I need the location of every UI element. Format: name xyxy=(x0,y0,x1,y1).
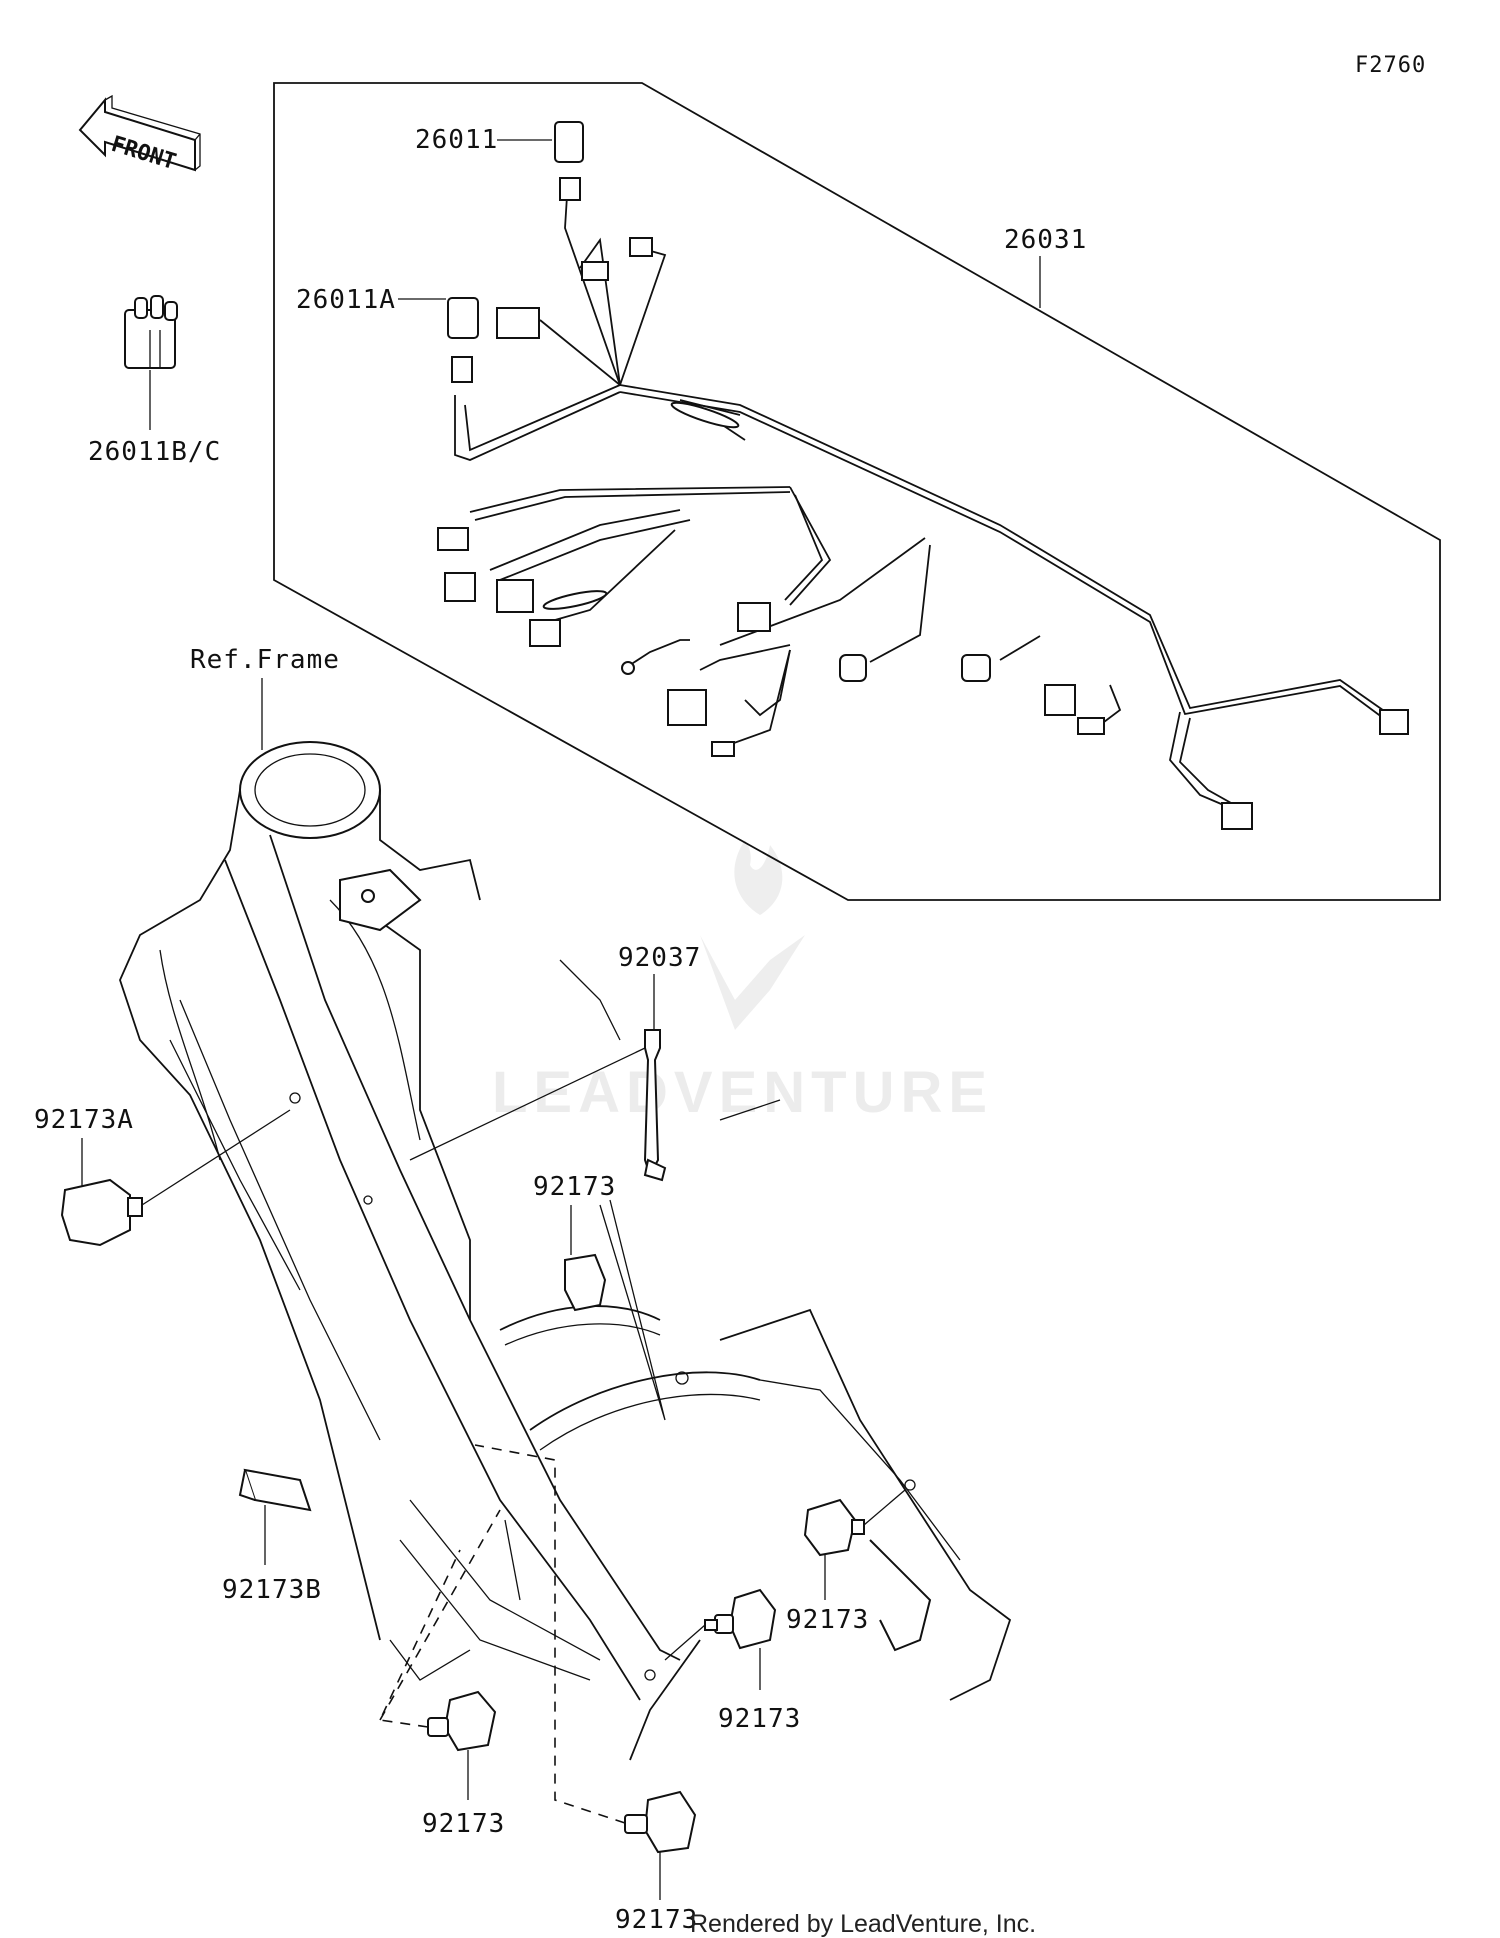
label-92173B: 92173B xyxy=(222,1575,322,1605)
label-92173-3: 92173 xyxy=(718,1704,801,1734)
label-92173-2: 92173 xyxy=(786,1605,869,1635)
label-92173-4: 92173 xyxy=(422,1809,505,1839)
label-92037: 92037 xyxy=(618,943,701,973)
watermark-text: LEADVENTURE xyxy=(492,1060,993,1125)
label-26011: 26011 xyxy=(415,125,498,155)
label-92173A: 92173A xyxy=(34,1105,134,1135)
watermark: LEADVENTURE xyxy=(492,840,993,1125)
diagram-code: F2760 xyxy=(1355,53,1426,78)
harness-assembly-box xyxy=(273,82,1441,901)
label-ref-frame: Ref.Frame xyxy=(190,645,340,675)
clamp-92173-upper-icon xyxy=(564,1253,607,1312)
front-arrow-icon: FRONT xyxy=(78,94,201,175)
band-92037-icon xyxy=(643,1029,667,1182)
clamp-92173-right-icon xyxy=(803,1498,865,1557)
clamp-92173a-icon xyxy=(60,1178,143,1247)
clamp-92173-lowerleft-icon xyxy=(427,1690,497,1752)
harness-connectors xyxy=(437,121,1409,830)
clamp-92173-middle-icon xyxy=(704,1588,777,1650)
clamp-92173-bottom-icon xyxy=(624,1790,697,1854)
label-26011BC: 26011B/C xyxy=(88,437,221,467)
label-26031: 26031 xyxy=(1004,225,1087,255)
label-26011A: 26011A xyxy=(296,285,396,315)
label-92173-5: 92173 xyxy=(615,1905,698,1935)
label-92173-1: 92173 xyxy=(533,1172,616,1202)
clamp-92173b-icon xyxy=(238,1468,312,1512)
footer-credit: Rendered by LeadVenture, Inc. xyxy=(690,1910,1036,1938)
leader-92037-frame xyxy=(409,1047,646,1161)
motorcycle-frame xyxy=(119,741,1012,1761)
connector-26011bc-icon xyxy=(124,295,178,430)
